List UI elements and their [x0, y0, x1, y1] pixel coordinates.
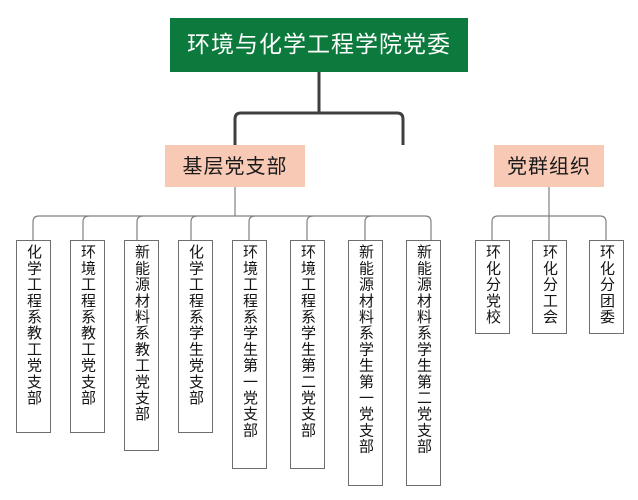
org-leaf-label: 环境工程系教工党支部 — [78, 244, 97, 406]
connector-left-drop-5 — [306, 215, 314, 240]
org-node-branch-grassroots-party[interactable]: 基层党支部 — [165, 145, 305, 187]
org-node-branch-mass-organizations[interactable]: 党群组织 — [494, 145, 604, 187]
org-leaf-label: 新能源材料系学生第一党支部 — [356, 244, 375, 455]
connector-left-drop-3 — [190, 215, 198, 240]
connector-left-drop-4 — [248, 215, 256, 240]
org-leaf-node[interactable]: 环化分团委 — [589, 240, 624, 334]
org-leaf-node[interactable]: 化学工程系学生党支部 — [178, 240, 213, 433]
org-leaf-label: 化学工程系学生党支部 — [186, 244, 205, 406]
org-leaf-label: 环境工程系学生第二党支部 — [298, 244, 317, 439]
org-leaf-label: 环化分工会 — [540, 244, 559, 325]
org-node-branch-label: 党群组织 — [507, 154, 591, 178]
org-leaf-node[interactable]: 化学工程系教工党支部 — [16, 240, 51, 433]
connector-root-bus — [233, 111, 405, 145]
connector-left-drop-6 — [364, 215, 372, 240]
org-leaf-label: 环化分团委 — [597, 244, 616, 325]
org-leaf-node[interactable]: 环境工程系教工党支部 — [70, 240, 105, 433]
connector-right-bus — [491, 215, 607, 240]
org-leaf-node[interactable]: 环化分工会 — [532, 240, 567, 334]
org-leaf-label: 新能源材料系学生第二党支部 — [414, 244, 433, 455]
connector-left-drop-1 — [82, 215, 90, 240]
org-leaf-label: 环境工程系学生第一党支部 — [240, 244, 259, 439]
org-node-root-label: 环境与化学工程学院党委 — [187, 31, 451, 58]
connector-left-bus — [32, 215, 432, 240]
org-node-root[interactable]: 环境与化学工程学院党委 — [170, 18, 468, 72]
org-leaf-label: 新能源材料系教工党支部 — [132, 244, 151, 423]
connector-left-drop-2 — [136, 215, 144, 240]
org-leaf-node[interactable]: 环化分党校 — [475, 240, 510, 334]
org-leaf-node[interactable]: 环境工程系学生第一党支部 — [232, 240, 267, 469]
org-leaf-node[interactable]: 环境工程系学生第二党支部 — [290, 240, 325, 469]
org-leaf-node[interactable]: 新能源材料系教工党支部 — [124, 240, 159, 451]
org-leaf-node[interactable]: 新能源材料系学生第二党支部 — [406, 240, 441, 486]
org-leaf-label: 环化分党校 — [483, 244, 502, 325]
org-leaf-node[interactable]: 新能源材料系学生第一党支部 — [348, 240, 383, 486]
org-node-branch-label: 基层党支部 — [182, 154, 288, 178]
org-leaf-label: 化学工程系教工党支部 — [24, 244, 43, 406]
